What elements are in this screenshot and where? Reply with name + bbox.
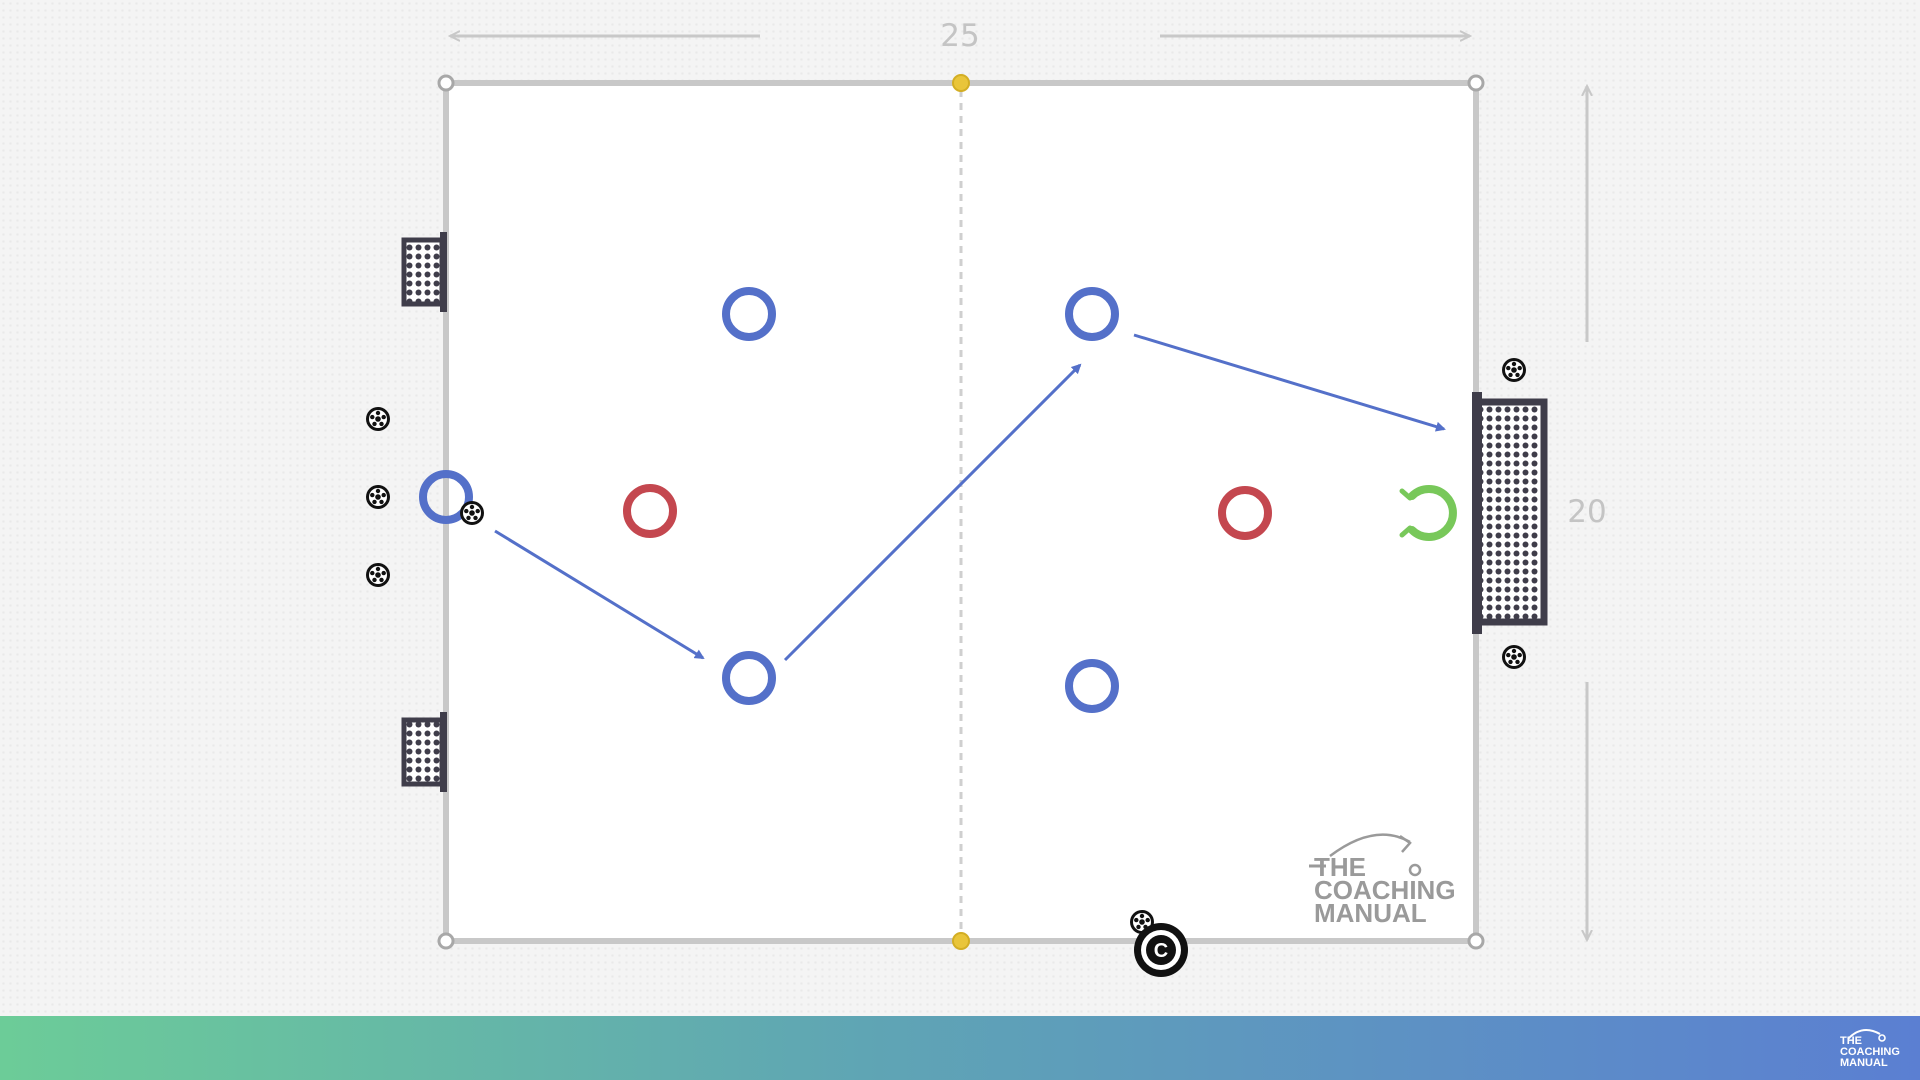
logo-arc-icon bbox=[1847, 1029, 1886, 1042]
bottom-brand-bar: THE COACHING MANUAL bbox=[0, 1016, 1920, 1080]
corner-marker bbox=[437, 932, 455, 950]
pass-arrow-icon bbox=[494, 529, 705, 660]
cone-icon bbox=[952, 932, 970, 950]
pass-arrow-icon bbox=[783, 363, 1082, 662]
player-red bbox=[623, 484, 677, 538]
watermark-line1: THE bbox=[1314, 852, 1366, 882]
watermark-line2: COACHING bbox=[1314, 875, 1456, 905]
mini-goal-icon bbox=[401, 712, 447, 792]
coach-label: C bbox=[1154, 940, 1168, 962]
drill-diagram: 25 20 bbox=[366, 18, 1607, 977]
corner-marker bbox=[437, 74, 455, 92]
player-blue bbox=[722, 651, 776, 705]
corner-marker bbox=[1467, 932, 1485, 950]
ball-icon bbox=[366, 563, 390, 587]
player-blue-in-possession bbox=[419, 470, 473, 524]
watermark-logo: THE COACHING MANUAL bbox=[1309, 833, 1456, 928]
full-goal-icon bbox=[1472, 392, 1548, 634]
player-blue bbox=[1065, 659, 1119, 713]
height-label: 20 bbox=[1567, 494, 1606, 530]
player-red bbox=[1218, 486, 1272, 540]
watermark-line3: MANUAL bbox=[1314, 898, 1427, 928]
width-dimension: 25 bbox=[450, 18, 1470, 54]
cone-icon bbox=[952, 74, 970, 92]
brand-line3: MANUAL bbox=[1840, 1057, 1888, 1069]
height-dimension: 20 bbox=[1567, 86, 1607, 940]
ball-icon bbox=[366, 407, 390, 431]
brand-logo: THE COACHING MANUAL bbox=[1836, 1026, 1910, 1074]
player-blue bbox=[722, 287, 776, 341]
width-label: 25 bbox=[940, 18, 979, 54]
ball-icon bbox=[1502, 358, 1526, 382]
mini-goal-icon bbox=[401, 232, 447, 312]
pass-arrow-icon bbox=[1133, 333, 1446, 432]
brand-line1: THE bbox=[1840, 1035, 1862, 1047]
player-blue bbox=[1065, 287, 1119, 341]
ball-icon bbox=[460, 501, 484, 525]
corner-marker bbox=[1467, 74, 1485, 92]
ball-icon bbox=[366, 485, 390, 509]
brand-line2: COACHING bbox=[1840, 1046, 1900, 1058]
ball-icon bbox=[1502, 645, 1526, 669]
goalkeeper-green bbox=[1399, 485, 1457, 541]
coach-icon: C bbox=[1134, 923, 1188, 977]
